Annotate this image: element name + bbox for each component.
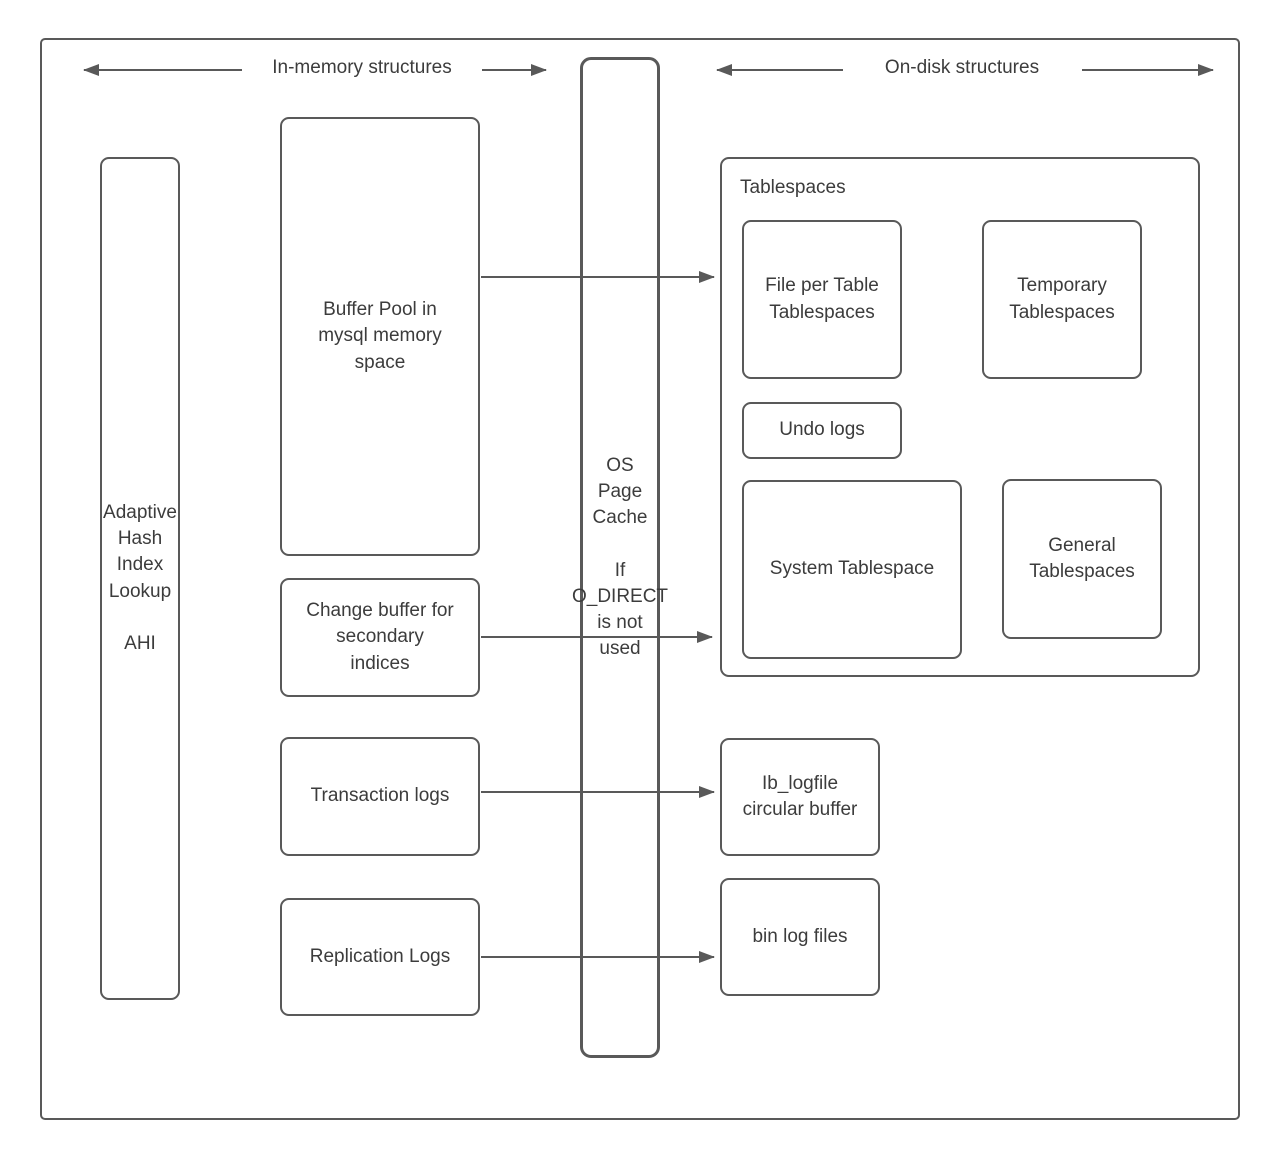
node-label: File per Table Tablespaces (765, 275, 879, 323)
node-system-tablespace: System Tablespace (742, 480, 962, 659)
node-ib-logfile-circular-buffer: Ib_logfile circular buffer (720, 738, 880, 856)
on-disk-structures-header: On-disk structures (884, 57, 1040, 78)
in-memory-structures-header: In-memory structures (272, 57, 452, 78)
node-label: Transaction logs (310, 785, 450, 807)
node-label: Ib_logfile circular buffer (742, 772, 858, 820)
node-label: General Tablespaces (1029, 534, 1135, 582)
node-general-tablespaces: General Tablespaces (1002, 479, 1162, 639)
node-transaction-logs: Transaction logs (280, 737, 480, 856)
node-label: System Tablespace (769, 558, 935, 580)
node-replication-logs: Replication Logs (280, 898, 480, 1016)
node-file-per-table-tablespaces: File per Table Tablespaces (742, 220, 902, 379)
node-os-page-cache: OS Page Cache If O_DIRECT is not used (572, 57, 668, 1058)
node-label: OS Page Cache If O_DIRECT is not used (571, 454, 669, 660)
node-label: Replication Logs (309, 945, 451, 967)
node-label: Adaptive Hash Index Lookup AHI (103, 501, 177, 654)
node-label: Change buffer for secondary indices (306, 600, 454, 674)
node-bin-log-files: bin log files (720, 878, 880, 996)
node-buffer-pool: Buffer Pool in mysql memory space (280, 117, 480, 556)
node-label: Undo logs (779, 419, 865, 441)
node-label: Temporary Tablespaces (1009, 275, 1115, 323)
tablespaces-label: Tablespaces (740, 177, 846, 198)
node-temporary-tablespaces: Temporary Tablespaces (982, 220, 1142, 379)
node-tablespaces-container: Tablespaces File per Table Tablespaces T… (720, 157, 1200, 677)
node-label: bin log files (752, 925, 848, 947)
node-change-buffer: Change buffer for secondary indices (280, 578, 480, 697)
node-adaptive-hash-index: Adaptive Hash Index Lookup AHI (100, 157, 180, 1000)
node-label: Buffer Pool in mysql memory space (318, 299, 442, 373)
node-undo-logs: Undo logs (742, 402, 902, 459)
